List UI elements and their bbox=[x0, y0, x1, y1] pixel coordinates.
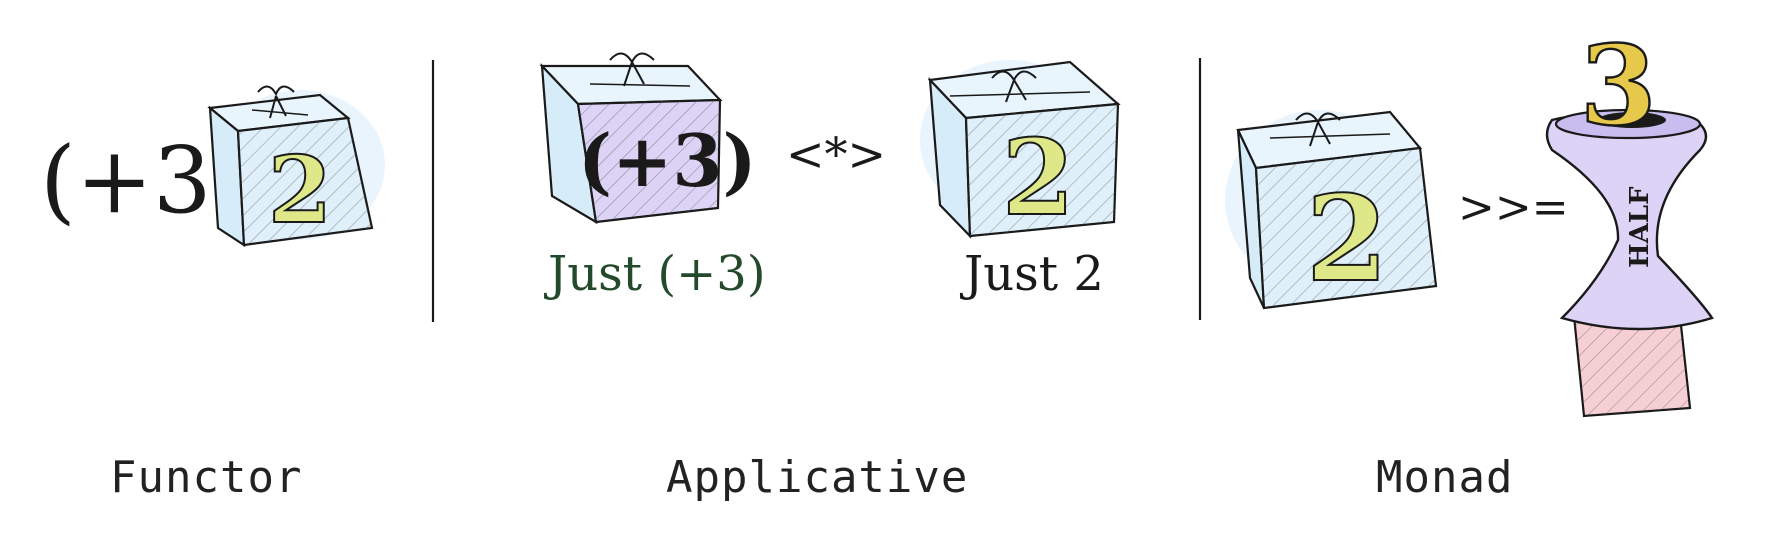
caption-applicative: Applicative bbox=[666, 452, 969, 503]
functor-section: (+3) 2 bbox=[40, 85, 385, 248]
box-value-plus-three: (+3) bbox=[578, 118, 757, 203]
label-just-plus-three: Just (+3) bbox=[543, 246, 766, 302]
caption-monad: Monad bbox=[1376, 452, 1514, 503]
applicative-section: (+3) Just (+3) <*> 2 Just 2 bbox=[539, 52, 1121, 302]
half-function-machine: HALF 3 bbox=[1545, 20, 1714, 418]
machine-label-half: HALF bbox=[1625, 186, 1655, 268]
gift-box-just-plus-three: (+3) bbox=[539, 52, 757, 225]
gift-box-monad: 2 bbox=[1225, 110, 1438, 310]
box-value-two: 2 bbox=[268, 136, 332, 244]
box-value-two: 2 bbox=[1306, 169, 1388, 308]
monad-section: 2 >>= HALF 3 bbox=[1225, 20, 1714, 418]
apply-operator: <*> bbox=[786, 127, 886, 181]
box-value-two: 2 bbox=[1002, 116, 1074, 239]
caption-functor: Functor bbox=[110, 452, 303, 503]
output-value-three: 3 bbox=[1580, 21, 1657, 150]
label-just-two: Just 2 bbox=[959, 246, 1104, 302]
gift-box-functor: 2 bbox=[207, 85, 385, 248]
gift-box-just-two: 2 bbox=[920, 60, 1121, 240]
bind-operator: >>= bbox=[1458, 182, 1569, 233]
